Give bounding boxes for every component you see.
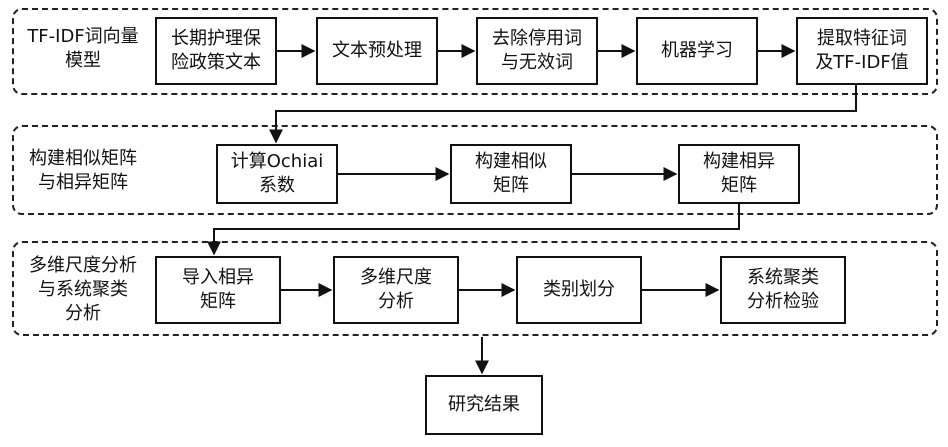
node-ochiai: 计算Ochiai 系数 bbox=[216, 144, 338, 204]
arrow-extract-to-ochiai bbox=[269, 85, 857, 144]
node-text-preprocess: 文本预处理 bbox=[316, 17, 438, 85]
node-machine-learning: 机器学习 bbox=[636, 17, 758, 85]
group-label-tfidf: TF-IDF词向量 模型 bbox=[27, 26, 139, 71]
node-remove-stopwords: 去除停用词 与无效词 bbox=[476, 17, 598, 85]
group-tfidf-model bbox=[12, 8, 938, 95]
group-label-matrix: 构建相似矩阵 与相异矩阵 bbox=[29, 148, 137, 193]
node-cluster-test: 系统聚类 分析检验 bbox=[720, 256, 846, 324]
node-mds-analysis: 多维尺度 分析 bbox=[333, 256, 459, 324]
group-mds-clustering bbox=[12, 241, 938, 336]
group-build-matrices bbox=[12, 125, 938, 215]
node-research-result: 研究结果 bbox=[425, 375, 543, 435]
arrow-dissimilar-to-import bbox=[207, 204, 740, 256]
group-label-mds: 多维尺度分析 与系统聚类 分析 bbox=[29, 255, 137, 324]
node-extract-features: 提取特征词 及TF-IDF值 bbox=[796, 17, 928, 85]
node-import-matrix: 导入相异 矩阵 bbox=[155, 256, 281, 324]
node-classification: 类别划分 bbox=[516, 256, 642, 324]
node-dissimilar-matrix: 构建相异 矩阵 bbox=[678, 144, 800, 204]
node-policy-text: 长期护理保 险政策文本 bbox=[155, 17, 277, 85]
node-similar-matrix: 构建相似 矩阵 bbox=[450, 144, 572, 204]
